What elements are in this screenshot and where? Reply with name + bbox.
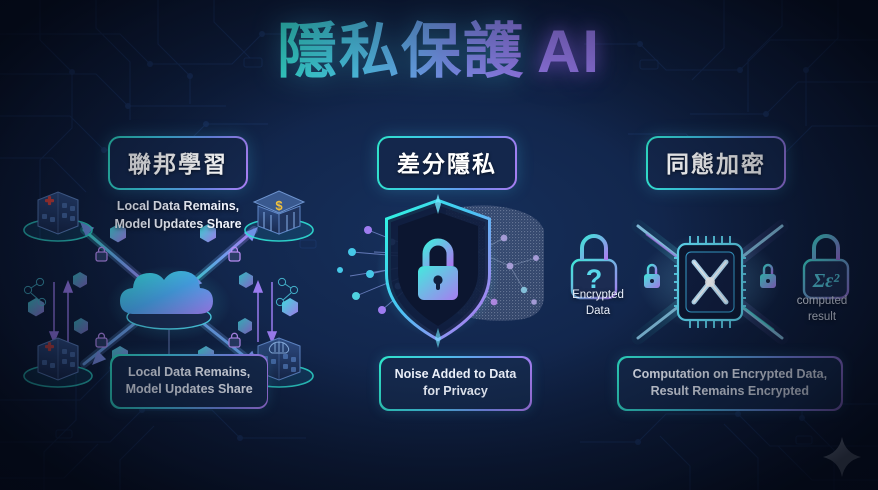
encrypted-data-label-line2: Data: [585, 304, 611, 317]
differential-privacy-caption: Noise Added to Data for Privacy: [380, 357, 531, 410]
encrypted-data-label: Encrypted Data: [560, 288, 636, 319]
four-point-star-icon: [823, 437, 861, 477]
section-header-label: 聯邦學習: [110, 138, 246, 188]
hospital-building-icon: [23, 191, 93, 242]
federated-top-caption: Local Data Remains, Model Updates Share: [108, 197, 248, 233]
computed-result-label: computed result: [784, 294, 860, 325]
computed-result-label-line2: result: [807, 310, 837, 323]
he-caption-line1: Computation on Encrypted Data,: [632, 366, 828, 381]
section-header-homomorphic-encryption[interactable]: 同態加密: [646, 136, 786, 190]
federated-top-caption-line1: Local Data Remains,: [116, 199, 240, 213]
homomorphic-caption: Computation on Encrypted Data, Result Re…: [618, 357, 842, 410]
dp-caption-line1: Noise Added to Data: [394, 366, 517, 381]
computed-result-label-line1: computed: [796, 295, 848, 307]
federated-bottom-caption-line1: Local Data Remains,: [128, 364, 251, 379]
computed-result-lock-icon: Σε²: [802, 234, 850, 300]
page-title-ai: AI: [537, 18, 601, 85]
svg-text:Σε²: Σε²: [812, 270, 841, 292]
federated-bottom-caption-box[interactable]: Local Data Remains, Model Updates Share: [110, 354, 269, 409]
differential-privacy-diagram: [337, 194, 544, 348]
federated-top-caption-line2: Model Updates Share: [114, 217, 242, 232]
page-title-zh: 隱私保護: [277, 18, 525, 85]
dp-caption-line2: for Privacy: [423, 384, 488, 399]
he-caption-line2: Result Remains Encrypted: [650, 384, 810, 399]
federated-bottom-caption-line2: Model Updates Share: [125, 382, 253, 397]
dollar-sign-icon: $: [275, 198, 283, 213]
section-header-label: 差分隱私: [379, 138, 515, 188]
homomorphic-caption-box[interactable]: Computation on Encrypted Data, Result Re…: [617, 356, 843, 411]
bank-building-icon: $: [244, 190, 314, 242]
encrypted-data-label-line1: Encrypted: [572, 289, 624, 301]
section-header-differential-privacy[interactable]: 差分隱私: [377, 136, 517, 190]
cpu-chip-icon: [674, 236, 746, 328]
section-header-federated-learning[interactable]: 聯邦學習: [108, 136, 248, 190]
federated-bottom-caption: Local Data Remains, Model Updates Share: [111, 355, 267, 408]
section-header-label: 同態加密: [648, 138, 784, 188]
differential-privacy-caption-box[interactable]: Noise Added to Data for Privacy: [379, 356, 532, 411]
